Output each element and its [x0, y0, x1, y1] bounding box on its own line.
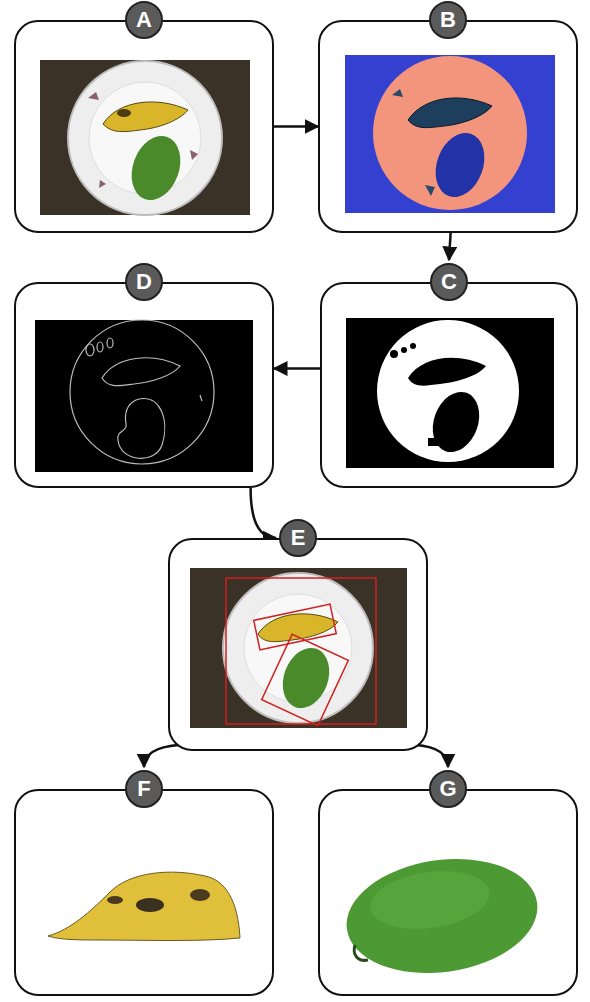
step-letter: G — [429, 770, 467, 808]
mango-crop — [339, 847, 545, 985]
flow-arrow — [251, 488, 276, 538]
photo-original — [40, 60, 250, 215]
step-letter: E — [279, 519, 317, 557]
process-box: D — [14, 282, 274, 488]
binary-mask — [346, 318, 554, 468]
banana-crop — [48, 872, 240, 940]
process-box: G — [318, 789, 578, 996]
flow-arrow — [274, 367, 320, 370]
step-letter: C — [430, 263, 468, 301]
step-letter: A — [125, 1, 163, 39]
process-box: E — [168, 538, 428, 751]
step-letter: F — [125, 770, 163, 808]
flow-arrow — [449, 233, 451, 260]
edge-contours — [35, 320, 253, 472]
process-box: B — [318, 20, 578, 233]
step-letter: D — [125, 263, 163, 301]
photo-detection — [190, 568, 407, 728]
process-box: A — [14, 20, 274, 233]
step-letter: B — [429, 1, 467, 39]
flow-arrow — [274, 125, 318, 128]
photo-hsv — [345, 55, 555, 213]
process-box: F — [14, 789, 274, 996]
process-box: C — [320, 282, 578, 488]
